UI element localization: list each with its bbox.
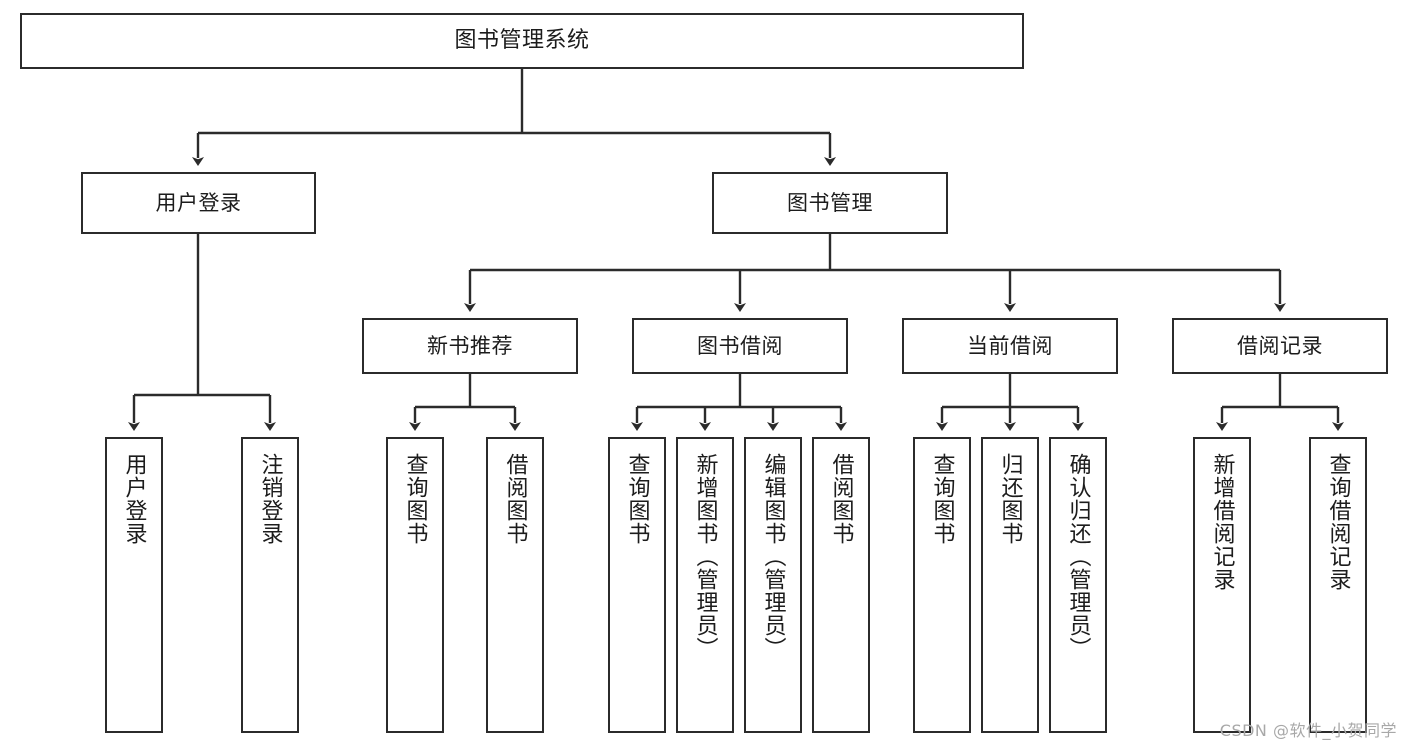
node-label: 注销登录 xyxy=(257,453,283,545)
node-label: 新书推荐 xyxy=(427,333,513,358)
leaf-current-confirm-return-admin[interactable]: 确认归还（管理员） xyxy=(1049,437,1107,733)
leaf-recommend-borrow-book[interactable]: 借阅图书 xyxy=(486,437,544,733)
node-label: 归还图书 xyxy=(997,453,1023,545)
node-label: 查询借阅记录 xyxy=(1325,453,1351,591)
node-label: 图书管理 xyxy=(787,190,873,215)
node-label: 查询图书 xyxy=(929,453,955,545)
node-label: 编辑图书（管理员） xyxy=(760,453,786,660)
node-current-borrow[interactable]: 当前借阅 xyxy=(902,318,1118,374)
node-label: 图书管理系统 xyxy=(454,28,590,54)
node-label: 新增借阅记录 xyxy=(1209,453,1235,591)
leaf-borrow-edit-book-admin[interactable]: 编辑图书（管理员） xyxy=(744,437,802,733)
leaf-borrow-borrow-book[interactable]: 借阅图书 xyxy=(812,437,870,733)
node-label: 用户登录 xyxy=(155,190,242,215)
node-new-book-recommend[interactable]: 新书推荐 xyxy=(362,318,578,374)
node-label: 确认归还（管理员） xyxy=(1065,453,1091,660)
node-label: 当前借阅 xyxy=(967,333,1053,358)
leaf-record-add-record[interactable]: 新增借阅记录 xyxy=(1193,437,1251,733)
node-label: 新增图书（管理员） xyxy=(692,453,718,660)
node-label: 查询图书 xyxy=(402,453,428,545)
node-book-management[interactable]: 图书管理 xyxy=(712,172,948,234)
node-label: 借阅图书 xyxy=(502,453,528,545)
node-user-login[interactable]: 用户登录 xyxy=(81,172,316,234)
leaf-record-query-record[interactable]: 查询借阅记录 xyxy=(1309,437,1367,733)
node-root-system[interactable]: 图书管理系统 xyxy=(20,13,1024,69)
leaf-current-return-book[interactable]: 归还图书 xyxy=(981,437,1039,733)
node-borrow-record[interactable]: 借阅记录 xyxy=(1172,318,1388,374)
node-label: 借阅记录 xyxy=(1237,333,1323,358)
leaf-borrow-add-book-admin[interactable]: 新增图书（管理员） xyxy=(676,437,734,733)
leaf-borrow-query-book[interactable]: 查询图书 xyxy=(608,437,666,733)
leaf-current-query-book[interactable]: 查询图书 xyxy=(913,437,971,733)
node-label: 借阅图书 xyxy=(828,453,854,545)
csdn-watermark: CSDN @软件_小贺同学 xyxy=(1219,721,1397,740)
leaf-recommend-query-book[interactable]: 查询图书 xyxy=(386,437,444,733)
node-label: 图书借阅 xyxy=(697,333,783,358)
node-label: 查询图书 xyxy=(624,453,650,545)
node-book-borrow[interactable]: 图书借阅 xyxy=(632,318,848,374)
node-label: 用户登录 xyxy=(121,453,147,545)
leaf-user-login-login[interactable]: 用户登录 xyxy=(105,437,163,733)
leaf-user-login-logout[interactable]: 注销登录 xyxy=(241,437,299,733)
